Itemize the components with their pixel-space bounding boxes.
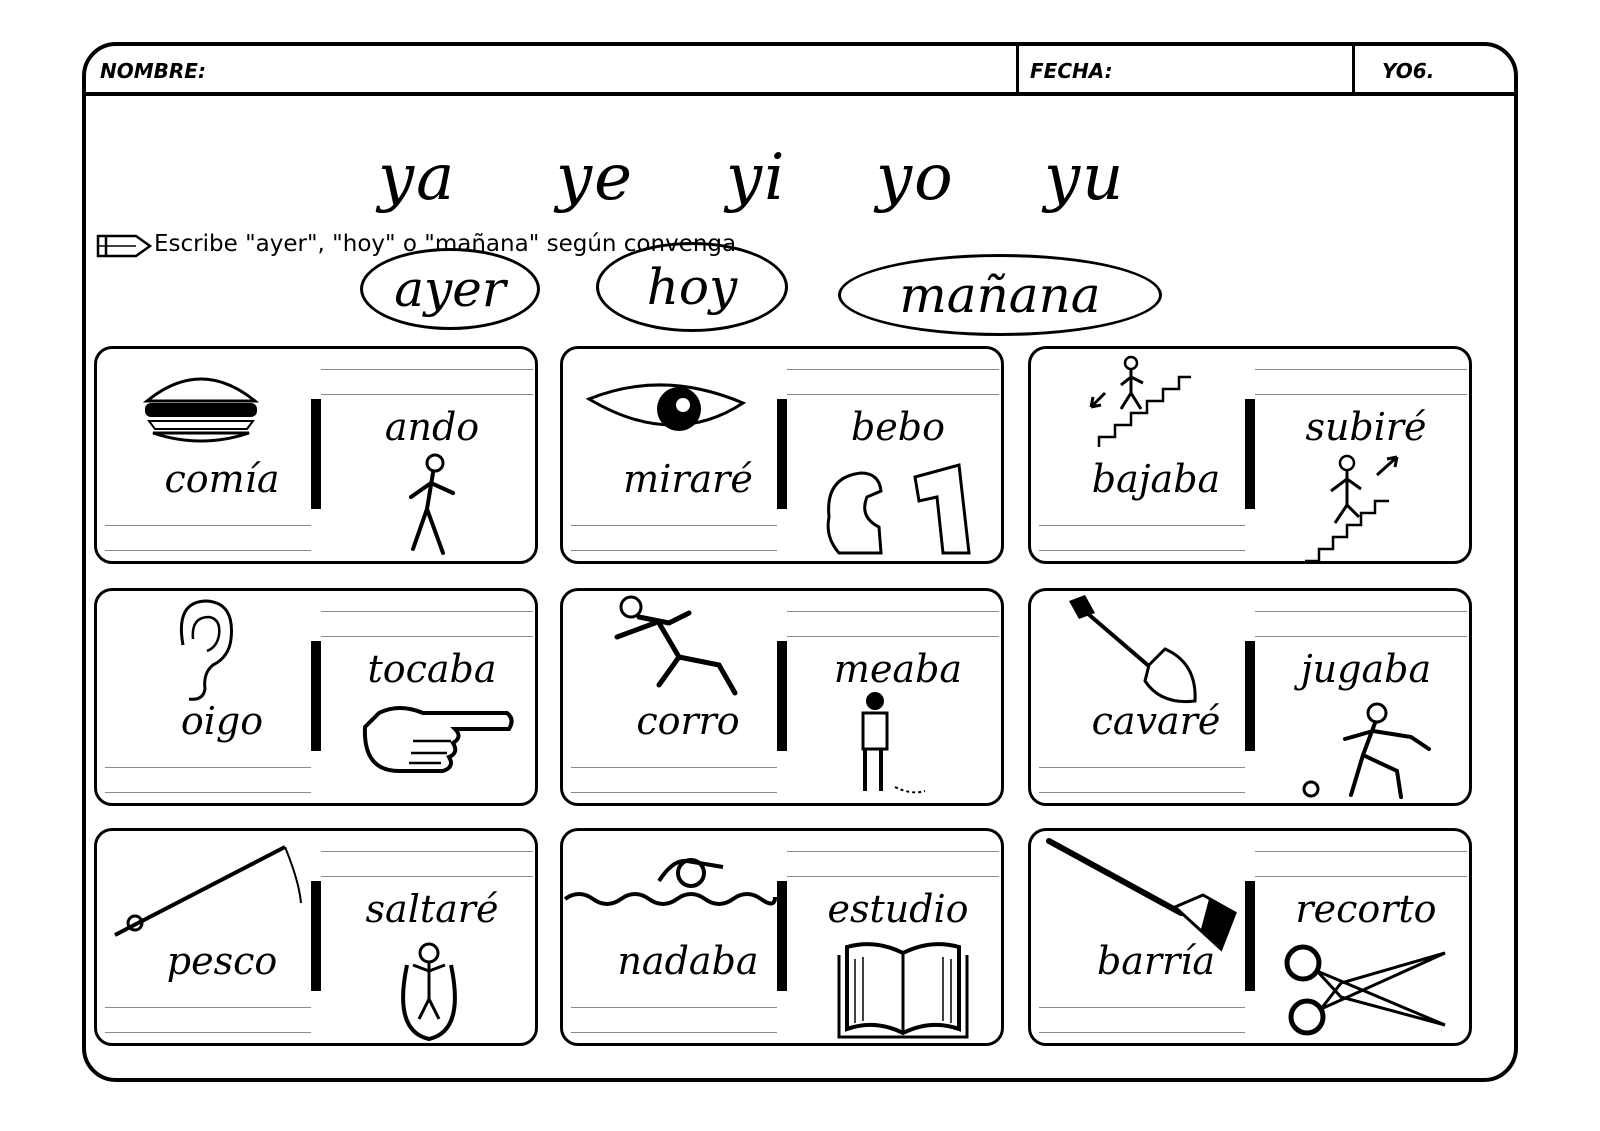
playing-ball-icon <box>1302 702 1431 799</box>
ear-icon <box>179 599 233 701</box>
divider-bar <box>311 399 321 509</box>
divider-bar <box>1245 399 1255 509</box>
syllable-yu: yu <box>1044 141 1126 215</box>
writing-lines <box>105 525 311 551</box>
card-bajaba-subire: bajaba subiré <box>1028 346 1472 564</box>
divider-bar <box>777 641 787 751</box>
divider-bar <box>1245 881 1255 991</box>
walking-person-icon <box>409 453 455 555</box>
swimmer-icon <box>563 858 777 906</box>
syllable-ya: ya <box>378 141 457 215</box>
open-book-icon <box>837 942 969 1039</box>
word-left: oigo <box>180 699 264 743</box>
writing-lines <box>105 1007 311 1033</box>
boy-peeing-icon <box>861 692 926 794</box>
header-divider <box>1016 46 1019 92</box>
stairs-up-icon <box>1305 454 1399 563</box>
word-left: nadaba <box>617 939 759 983</box>
writing-lines <box>1255 851 1467 877</box>
writing-lines <box>321 369 533 395</box>
card-oigo-tocaba: oigo tocaba <box>94 588 538 806</box>
word-right: estudio <box>827 887 969 931</box>
word-right: recorto <box>1295 887 1437 931</box>
word-right: bebo <box>850 405 946 449</box>
word-left: barría <box>1096 939 1216 983</box>
option-ayer: ayer <box>360 248 540 330</box>
writing-lines <box>787 369 999 395</box>
writing-lines <box>571 525 777 551</box>
writing-lines <box>321 611 533 637</box>
fishing-rod-icon <box>114 845 302 937</box>
stairs-down-icon <box>1089 355 1191 447</box>
option-manana: mañana <box>838 254 1162 336</box>
divider-bar <box>311 881 321 991</box>
writing-lines <box>571 767 777 793</box>
writing-lines <box>1039 767 1245 793</box>
word-left: bajaba <box>1091 457 1221 501</box>
syllable-ye: ye <box>556 141 635 215</box>
word-right: tocaba <box>367 647 497 691</box>
writing-lines <box>571 1007 777 1033</box>
drinking-fountain-icon <box>826 463 971 555</box>
header-divider <box>1352 46 1355 92</box>
writing-lines <box>1039 1007 1245 1033</box>
divider-bar <box>311 641 321 751</box>
card-comia-ando: comía ando <box>94 346 538 564</box>
word-right: ando <box>384 405 480 449</box>
scissors-icon <box>1284 944 1446 1036</box>
nombre-label: NOMBRE: <box>100 59 206 83</box>
word-right: jugaba <box>1300 647 1432 691</box>
writing-lines <box>787 851 999 877</box>
writing-lines <box>1255 369 1467 395</box>
running-person-icon <box>614 595 738 696</box>
word-left: corro <box>636 699 740 743</box>
worksheet-frame: NOMBRE: FECHA: YO6. ya ye yi yo yu Escri… <box>82 42 1518 1082</box>
word-left: comía <box>164 457 280 501</box>
pointing-hand-icon <box>362 706 514 773</box>
word-right: meaba <box>833 647 963 691</box>
jumping-rope-icon <box>401 942 457 1042</box>
word-left: miraré <box>623 457 753 501</box>
broom-icon <box>1046 838 1237 952</box>
divider-bar <box>777 881 787 991</box>
fecha-label: FECHA: <box>1030 59 1113 83</box>
worksheet-code: YO6. <box>1382 59 1435 83</box>
pencil-icon <box>96 234 153 258</box>
word-right: subiré <box>1305 405 1427 449</box>
header-row: NOMBRE: FECHA: YO6. <box>86 46 1514 96</box>
option-hoy: hoy <box>596 242 788 332</box>
hamburger-icon <box>142 377 260 443</box>
eye-icon <box>585 383 747 431</box>
syllable-yo: yo <box>876 141 955 215</box>
card-pesco-saltare: pesco saltaré <box>94 828 538 1046</box>
divider-bar <box>777 399 787 509</box>
card-mirare-bebo: miraré bebo <box>560 346 1004 564</box>
shovel-icon <box>1069 595 1197 704</box>
word-right: saltaré <box>365 887 499 931</box>
writing-lines <box>787 611 999 637</box>
card-corro-meaba: corro meaba <box>560 588 1004 806</box>
writing-lines <box>1255 611 1467 637</box>
divider-bar <box>1245 641 1255 751</box>
writing-lines <box>321 851 533 877</box>
writing-lines <box>105 767 311 793</box>
card-cavare-jugaba: cavaré jugaba <box>1028 588 1472 806</box>
word-left: cavaré <box>1091 699 1221 743</box>
card-nadaba-estudio: nadaba estudio <box>560 828 1004 1046</box>
card-barria-recorto: barría recorto <box>1028 828 1472 1046</box>
syllable-yi: yi <box>726 141 787 215</box>
word-left: pesco <box>166 939 278 983</box>
writing-lines <box>1039 525 1245 551</box>
